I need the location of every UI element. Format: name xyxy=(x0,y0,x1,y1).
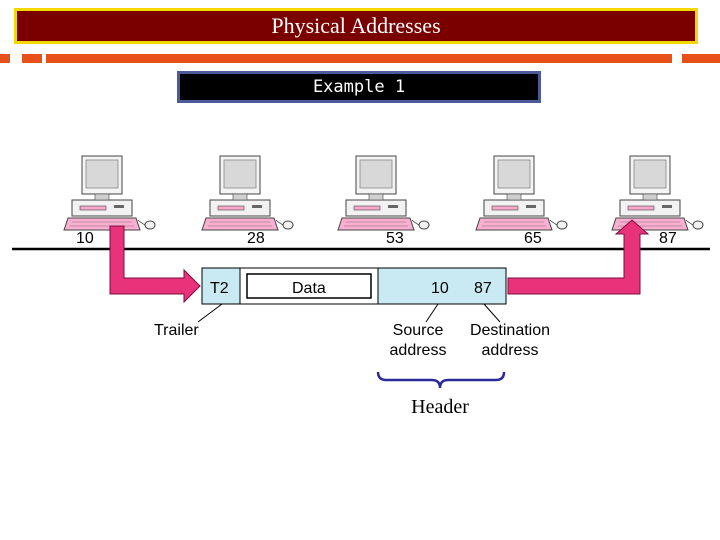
computer-icon xyxy=(201,155,294,231)
trailer-label: Trailer xyxy=(154,322,199,339)
computer-icon xyxy=(475,155,568,231)
receive-arrow xyxy=(507,219,650,295)
trailer-value: T2 xyxy=(210,280,229,297)
destination-label-line1: Destination xyxy=(470,322,550,339)
accent-bar-main xyxy=(46,54,672,63)
computer-icon xyxy=(63,155,156,231)
header-brace xyxy=(376,371,506,389)
accent-bar-small xyxy=(22,54,42,63)
header-label: Header xyxy=(411,396,469,418)
header-field xyxy=(377,267,507,305)
slide-title: Physical Addresses xyxy=(271,13,441,38)
title-bar: Physical Addresses xyxy=(14,8,698,44)
destination-value: 87 xyxy=(474,280,492,297)
trailer-pointer xyxy=(197,303,223,323)
send-arrow xyxy=(109,225,201,304)
example-label: Example 1 xyxy=(312,77,406,97)
computer-icon xyxy=(337,155,430,231)
source-value: 10 xyxy=(431,280,449,297)
source-label-line2: address xyxy=(390,342,447,359)
example-box: Example 1 xyxy=(177,71,541,103)
station-address: 28 xyxy=(247,230,265,247)
source-pointer xyxy=(425,303,439,323)
accent-bar-left xyxy=(0,54,10,63)
accent-bar-right xyxy=(682,54,720,63)
destination-label-line2: address xyxy=(482,342,539,359)
station-address: 53 xyxy=(386,230,404,247)
data-field-inner xyxy=(246,273,372,299)
station-address: 10 xyxy=(76,230,94,247)
data-value: Data xyxy=(292,280,326,297)
destination-pointer xyxy=(483,303,501,323)
station-address: 87 xyxy=(659,230,677,247)
computer-icon xyxy=(611,155,704,231)
source-label-line1: Source xyxy=(393,322,444,339)
station-address: 65 xyxy=(524,230,542,247)
